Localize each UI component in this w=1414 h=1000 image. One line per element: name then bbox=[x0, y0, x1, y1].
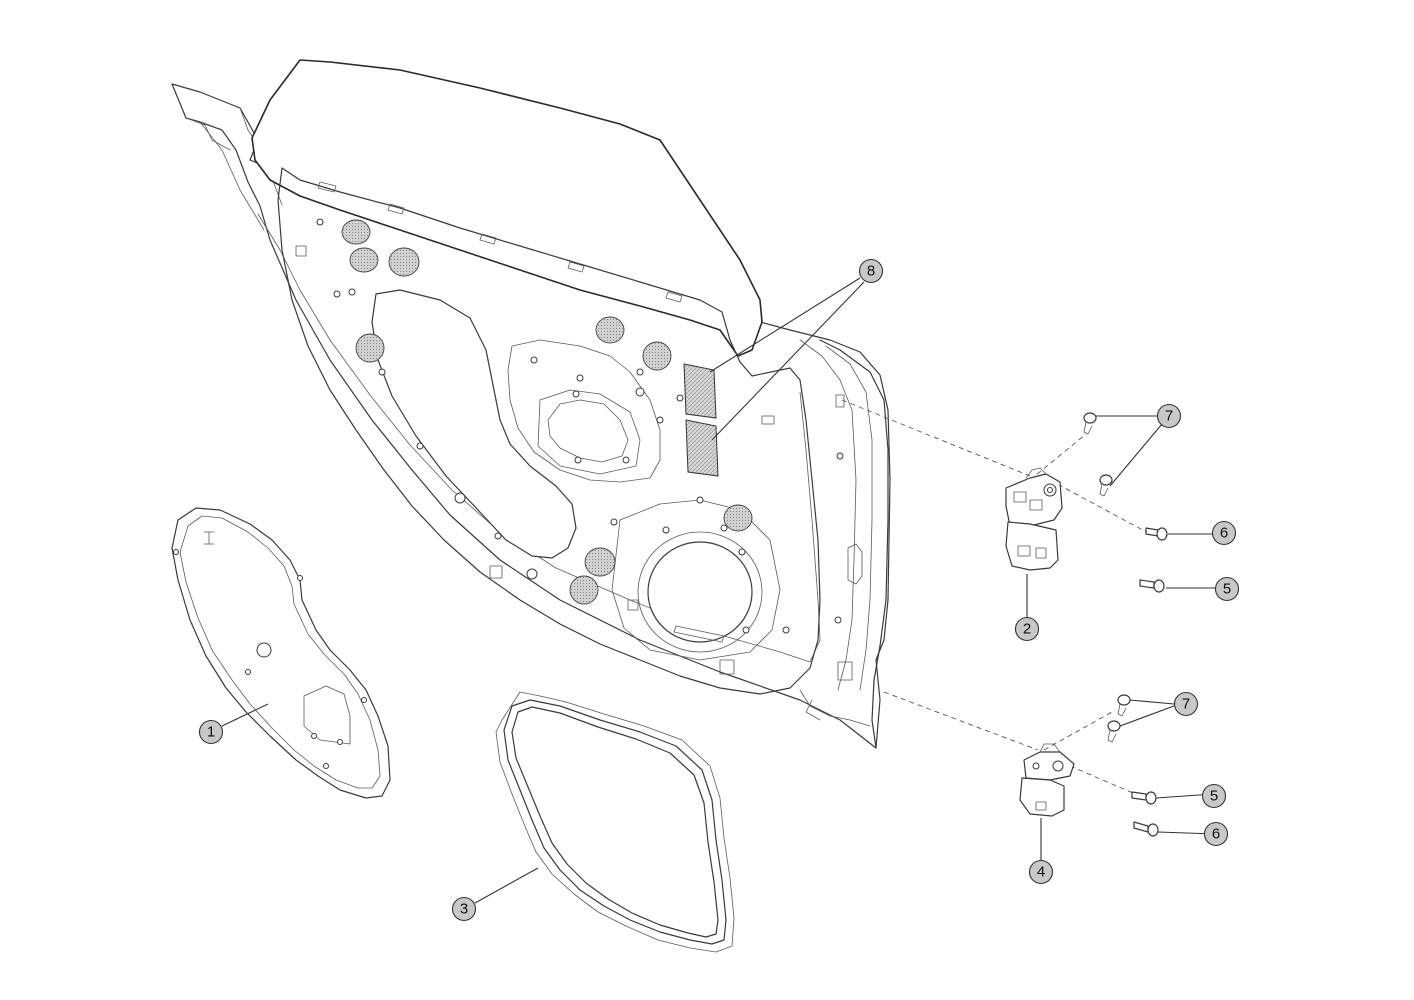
callout-5-lower: 5 bbox=[1201, 783, 1227, 809]
plug bbox=[349, 247, 379, 273]
callout-8: 8 bbox=[858, 258, 884, 284]
callout-label: 5 bbox=[1223, 581, 1231, 598]
callout-label: 2 bbox=[1023, 621, 1031, 638]
pad-lower bbox=[685, 419, 719, 477]
vapor-barrier bbox=[171, 507, 391, 799]
nut-7-upper-b bbox=[1099, 474, 1113, 497]
door-inner-panel bbox=[171, 59, 891, 749]
bolt-6-lower bbox=[1133, 821, 1159, 837]
nut-7-lower-a bbox=[1117, 694, 1131, 717]
callout-label: 6 bbox=[1220, 525, 1228, 542]
bolt-5-upper bbox=[1139, 579, 1165, 593]
callout-4: 4 bbox=[1028, 859, 1054, 885]
callout-5-upper: 5 bbox=[1214, 576, 1240, 602]
callout-2: 2 bbox=[1014, 616, 1040, 642]
door-seal bbox=[495, 691, 735, 953]
nut-7-lower-b bbox=[1107, 720, 1121, 743]
callout-label: 7 bbox=[1182, 696, 1190, 713]
plug bbox=[642, 341, 672, 371]
callout-label: 4 bbox=[1037, 864, 1045, 881]
door-plugs bbox=[341, 219, 753, 605]
bolt-5-lower bbox=[1131, 791, 1157, 805]
plug bbox=[388, 247, 420, 277]
fasteners bbox=[1083, 412, 1168, 837]
callout-6-upper: 6 bbox=[1211, 520, 1237, 546]
callout-6-lower: 6 bbox=[1203, 821, 1229, 847]
callout-7-lower: 7 bbox=[1173, 691, 1199, 717]
door-holes bbox=[316, 218, 844, 634]
lower-hinge bbox=[1019, 743, 1075, 817]
hatched-pads bbox=[683, 363, 719, 477]
pad-upper bbox=[683, 363, 717, 419]
plug bbox=[341, 219, 371, 245]
plug bbox=[723, 504, 753, 532]
callout-label: 1 bbox=[207, 724, 215, 741]
callout-3: 3 bbox=[451, 896, 477, 922]
callout-1: 1 bbox=[198, 719, 224, 745]
nut-7-upper-a bbox=[1083, 412, 1097, 435]
callout-7-upper: 7 bbox=[1156, 403, 1182, 429]
plug bbox=[584, 547, 616, 577]
callout-label: 5 bbox=[1210, 788, 1218, 805]
callout-label: 6 bbox=[1212, 826, 1220, 843]
callout-label: 3 bbox=[460, 901, 468, 918]
plug bbox=[355, 333, 385, 363]
callout-label: 8 bbox=[867, 263, 875, 280]
plug bbox=[569, 575, 599, 605]
bolt-6-upper bbox=[1145, 527, 1168, 541]
upper-hinge bbox=[1005, 467, 1063, 571]
plug bbox=[595, 316, 625, 344]
callout-label: 7 bbox=[1165, 408, 1173, 425]
alignment-lines bbox=[841, 399, 1151, 797]
